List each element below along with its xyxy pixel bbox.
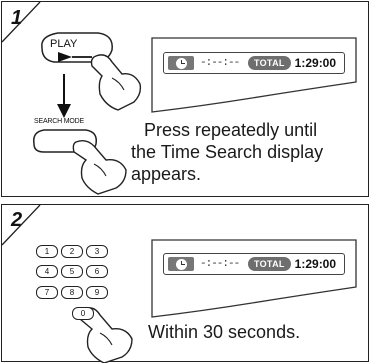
time-display-2: -:--:-- TOTAL 1:29:00 <box>163 253 345 275</box>
time-search-dashes-2: -:--:-- <box>200 258 240 270</box>
clock-icon-2 <box>168 257 194 271</box>
key-9[interactable]: 9 <box>86 286 108 299</box>
play-triangle-icon <box>58 52 72 62</box>
instruction-line-1: Press repeatedly until <box>144 120 318 140</box>
key-1[interactable]: 1 <box>36 245 58 258</box>
key-4[interactable]: 4 <box>36 265 58 278</box>
key-6[interactable]: 6 <box>86 265 108 278</box>
total-time-2: 1:29:00 <box>294 257 337 271</box>
display-frame <box>151 37 357 113</box>
step-1-corner-line <box>2 2 41 43</box>
key-3[interactable]: 3 <box>86 245 108 258</box>
total-time: 1:29:00 <box>294 56 337 70</box>
hand-icon-3 <box>78 307 133 363</box>
time-search-dashes: -:--:-- <box>200 57 240 69</box>
display-frame-2 <box>151 239 357 318</box>
key-8[interactable]: 8 <box>61 286 83 299</box>
time-display: -:--:-- TOTAL 1:29:00 <box>163 52 345 74</box>
play-button-label: PLAY <box>50 38 78 50</box>
instruction-text: Within 30 seconds. <box>148 322 301 342</box>
search-mode-label: SEARCH MODE <box>34 118 84 125</box>
instruction-line-3: appears. <box>131 164 202 184</box>
hand-icon <box>90 54 142 111</box>
step-1-panel: 1 PLAY SEARCH MODE -:--:-- TOTAL 1:29:00… <box>1 1 369 197</box>
key-0[interactable]: 0 <box>72 307 94 320</box>
key-7[interactable]: 7 <box>36 286 58 299</box>
step-number: 1 <box>11 7 23 29</box>
key-2[interactable]: 2 <box>61 245 83 258</box>
down-arrowhead-icon <box>57 104 71 118</box>
step-2-panel: 2 1 2 3 4 5 6 7 8 9 0 -:--:-- TOTAL 1:29… <box>1 204 369 363</box>
total-badge: TOTAL <box>248 56 291 70</box>
step-number-2: 2 <box>11 209 23 231</box>
total-badge-2: TOTAL <box>248 257 291 271</box>
key-5[interactable]: 5 <box>61 265 83 278</box>
instruction-line-2: the Time Search display <box>131 142 324 162</box>
clock-icon <box>168 56 194 70</box>
step-2-corner-line <box>2 205 41 246</box>
